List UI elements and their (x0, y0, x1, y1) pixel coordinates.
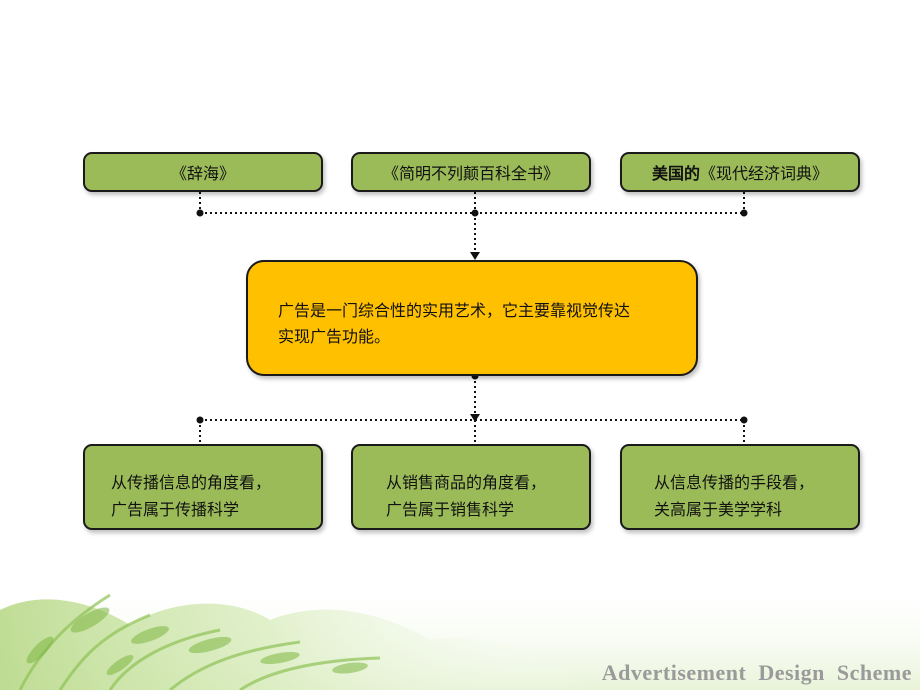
source-label-economics-dictionary: 《现代经济词典》 (700, 164, 829, 183)
footer-caption: Advertisement Design Scheme (601, 660, 912, 685)
source-box-economics-dictionary: 美国的《现代经济词典》 (620, 152, 860, 192)
source-box-britannica: 《简明不列颠百科全书》 (351, 152, 591, 192)
view-line-2: 广告属于传播科学 (111, 500, 240, 519)
decorative-leaf-footer (0, 580, 920, 690)
view-line-2: 广告属于销售科学 (386, 500, 515, 519)
view-line-2: 关高属于美学学科 (654, 500, 783, 519)
source-prefix: 美国的 (651, 164, 700, 183)
view-box-sales: 从销售商品的角度看， 广告属于销售科学 (351, 444, 591, 530)
view-line-1: 从销售商品的角度看， (386, 473, 547, 492)
definition-line-1: 广告是一门综合性的实用艺术，它主要靠视觉传达 (278, 301, 631, 320)
view-box-communication: 从传播信息的角度看， 广告属于传播科学 (83, 444, 323, 530)
view-box-aesthetics: 从信息传播的手段看， 关高属于美学学科 (620, 444, 860, 530)
definition-box: 广告是一门综合性的实用艺术，它主要靠视觉传达 实现广告功能。 (246, 260, 698, 376)
source-label-britannica: 《简明不列颠百科全书》 (382, 164, 559, 183)
source-label-cihai: 《辞海》 (170, 164, 235, 183)
view-line-1: 从信息传播的手段看， (654, 473, 815, 492)
source-box-cihai: 《辞海》 (83, 152, 323, 192)
view-line-1: 从传播信息的角度看， (111, 473, 272, 492)
definition-line-2: 实现广告功能。 (278, 327, 391, 346)
